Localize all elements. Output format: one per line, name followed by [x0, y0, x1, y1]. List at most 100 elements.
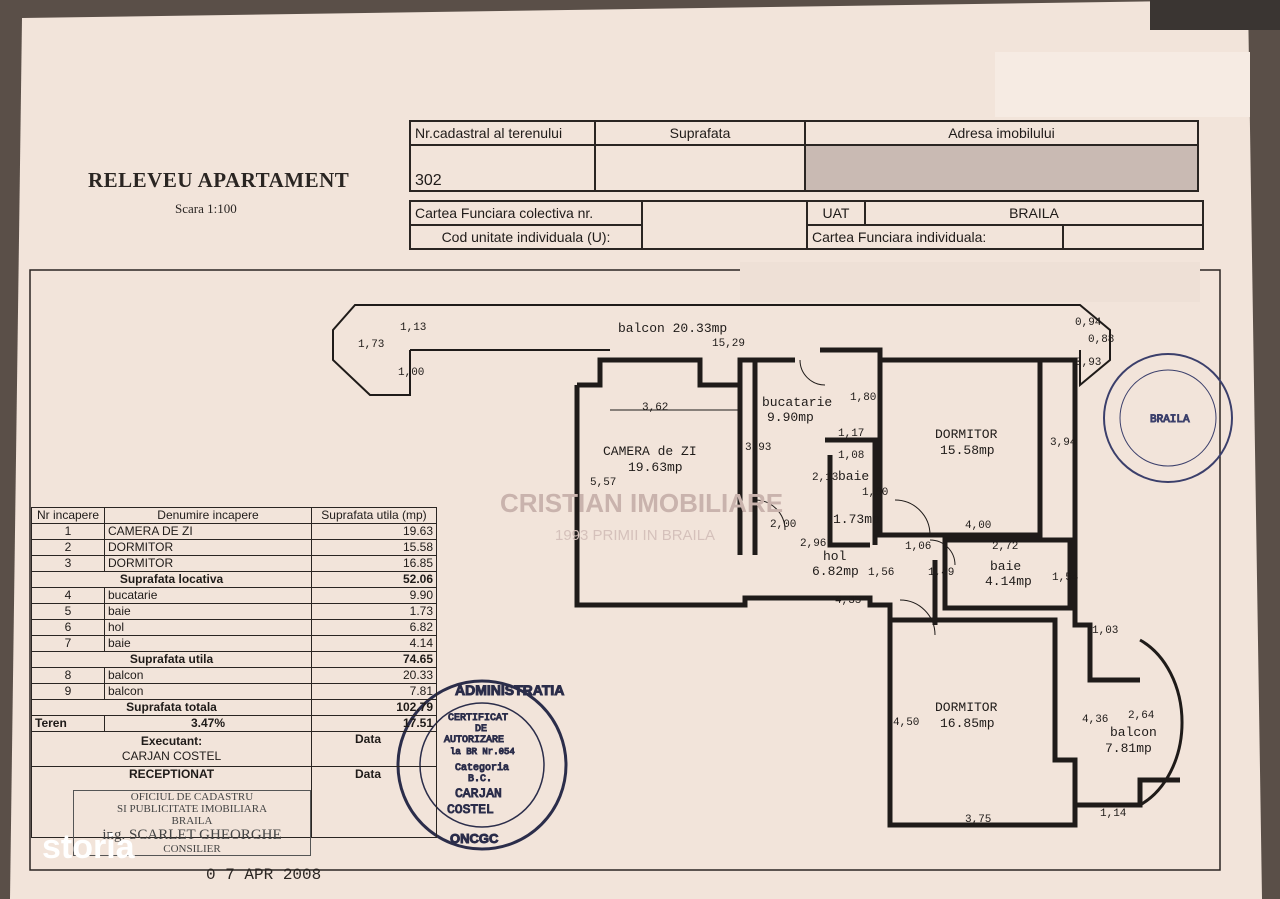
cf-colectiva-label: Cartea Funciara colectiva nr. — [409, 200, 643, 226]
receptie-stamp: OFICIUL DE CADASTRU SI PUBLICITATE IMOBI… — [73, 790, 311, 856]
rooms-table-rows-0-nr: 1 — [31, 523, 105, 540]
rooms-table-rows-1-nr: 2 — [31, 539, 105, 556]
plan-label-baie-2: baie — [990, 559, 1021, 574]
plan-dims-3: 15,29 — [712, 338, 745, 350]
rooms-table-suprafata-utila-label: Suprafata utila — [31, 651, 312, 668]
stamps-agency-0: ADMINISTRATIA — [455, 682, 564, 698]
plan-label-balcon: balcon 20.33mp — [618, 321, 727, 336]
plan-area-hol: 6.82mp — [812, 564, 859, 579]
rooms-table-rows-1-name: DORMITOR — [104, 539, 312, 556]
plan-dims-21: 1,06 — [905, 541, 931, 553]
stamps-agency-9: ONCGC — [450, 831, 499, 846]
rooms-table-headers-1: Denumire incapere — [104, 507, 312, 524]
plan-area-baie-2: 4.14mp — [985, 574, 1032, 589]
rooms-table-rows-4-nr: 5 — [31, 603, 105, 620]
plan-dims-5: 0,88 — [1088, 334, 1114, 346]
plan-dims-15: 3,94 — [1050, 437, 1077, 449]
rooms-table-rows-6-nr: 7 — [31, 635, 105, 652]
storia-logo: storia — [42, 828, 135, 866]
adresa-value-redacted — [804, 144, 1199, 192]
plan-dims-4: 0,94 — [1075, 317, 1102, 329]
header-table-top: Nr.cadastral al terenului Suprafata Adre… — [409, 120, 1199, 192]
plan-label-bucatarie: bucatarie — [762, 395, 832, 410]
plan-dims-29: 3,75 — [965, 814, 991, 826]
rooms-table-rows-3-name: bucatarie — [104, 587, 312, 604]
stamps-receptie-0: OFICIUL DE CADASTRU — [130, 791, 254, 803]
rooms-table-rows-4-name: baie — [104, 603, 312, 620]
stamps-receptie-1: SI PUBLICITATE IMOBILIARA — [116, 803, 268, 815]
rooms-table-suprafata-utila-value: 74.65 — [311, 651, 437, 668]
plan-dims-19: 1,56 — [868, 567, 894, 579]
plan-dims-27: 4,36 — [1082, 714, 1108, 726]
plan-dims-7: 3,62 — [642, 402, 668, 414]
rooms-table-rows-7-nr: 8 — [31, 667, 105, 684]
plan-dims-30: 1,14 — [1100, 808, 1127, 820]
plan-area-balcon-2: 7.81mp — [1105, 741, 1152, 756]
plan-dims-23: 2,72 — [992, 541, 1018, 553]
rooms-table-teren-label: Teren — [31, 715, 105, 732]
rooms-table-rows-3-area: 9.90 — [311, 587, 437, 604]
plan-area-dormitor-1: 15.58mp — [940, 443, 995, 458]
plan-dims-28: 2,64 — [1128, 710, 1155, 722]
rooms-table-rows-1-area: 15.58 — [311, 539, 437, 556]
plan-dims-12: 1,08 — [838, 450, 864, 462]
stamps-agency-4: la BR Nr.054 — [450, 747, 515, 757]
watermark-tagline: 1993 PRIMII IN BRAILA — [555, 527, 715, 544]
plan-dims-0: 1,73 — [358, 339, 384, 351]
rooms-table-rows-5-area: 6.82 — [311, 619, 437, 636]
rooms-table-rows-3-nr: 4 — [31, 587, 105, 604]
nr-cadastral-label: Nr.cadastral al terenului — [409, 120, 596, 146]
rooms-table-suprafata-totala-value: 102.79 — [311, 699, 437, 716]
uat-label: UAT — [806, 200, 866, 226]
rooms-table-rows-5-nr: 6 — [31, 619, 105, 636]
plan-label-dormitor-2: DORMITOR — [935, 700, 998, 715]
rooms-table-rows-2-nr: 3 — [31, 555, 105, 572]
plan-dims-2: 1,00 — [398, 367, 424, 379]
rooms-table-executant-name: CARJAN COSTEL — [121, 749, 222, 763]
plan-dims-16: 4,00 — [965, 520, 991, 532]
stamps-agency-5: Categoria — [455, 762, 509, 774]
plan-dims-25: 1,03 — [1092, 625, 1118, 637]
watermark-name: CRISTIAN IMOBILIARE — [500, 488, 783, 518]
rooms-table-rows-0-area: 19.63 — [311, 523, 437, 540]
cod-unitate-label: Cod unitate individuala (U): — [409, 224, 643, 250]
floor-plan-walls — [332, 304, 1184, 828]
plan-label-hol: hol — [823, 549, 847, 564]
rooms-table-rows-8-name: balcon — [104, 683, 312, 700]
stamps-agency-1: CERTIFICAT — [448, 713, 508, 724]
plan-dims-18: 2,96 — [800, 538, 826, 550]
rooms-table-rows-2-area: 16.85 — [311, 555, 437, 572]
stamps-ancpi: BRAILA — [1150, 414, 1190, 426]
plan-frame — [29, 269, 1221, 871]
rooms-table-headers-0: Nr incapere — [31, 507, 105, 524]
uat-value: BRAILA — [864, 200, 1204, 226]
plan-dims-13: 2,13 — [812, 472, 838, 484]
plan-area-camera: 19.63mp — [628, 460, 683, 475]
rooms-table-receptionat-label: RECEPTIONAT — [31, 766, 312, 838]
adresa-label: Adresa imobilului — [804, 120, 1199, 146]
plan-label-camera: CAMERA de ZI — [603, 444, 697, 459]
plan-label-dormitor-1: DORMITOR — [935, 427, 998, 442]
plan-dims-24: 1,54 — [1052, 572, 1079, 584]
plan-dims-17: 2,00 — [770, 519, 796, 531]
plan-dims-8: 5,57 — [590, 477, 616, 489]
rooms-table-suprafata-totala-label: Suprafata totala — [31, 699, 312, 716]
nr-cadastral-value: 302 — [409, 144, 596, 192]
plan-dims-20: 4,35 — [835, 595, 861, 607]
rooms-table-executant-data-label: Data — [355, 732, 382, 746]
plan-dims-11: 1,17 — [838, 428, 864, 440]
plan-dims-6: 0,93 — [1075, 357, 1101, 369]
plan-area-baie-1: 1.73mp — [833, 512, 880, 527]
rooms-table-rows-6-name: baie — [104, 635, 312, 652]
rooms-table-rows-6-area: 4.14 — [311, 635, 437, 652]
